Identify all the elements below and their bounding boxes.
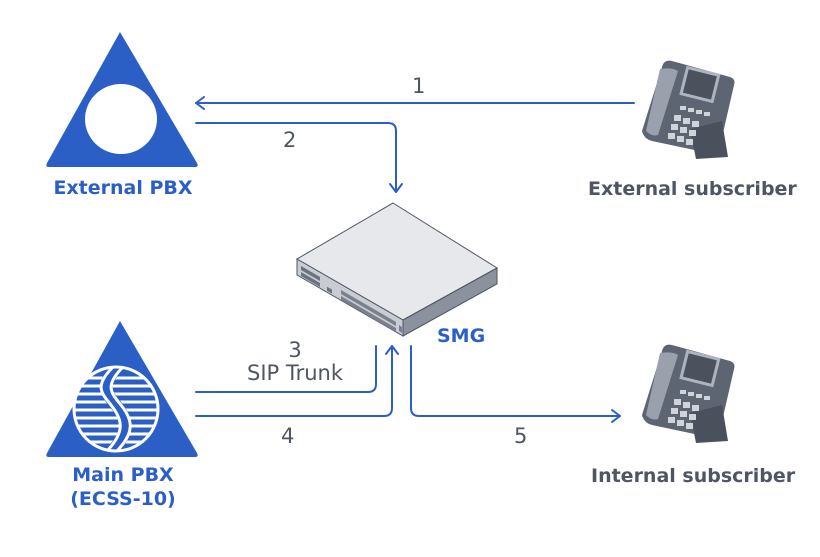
sip-trunk-label: SIP Trunk: [246, 361, 344, 385]
flow-step-5: 5: [514, 424, 528, 448]
flow-arrow-2: [195, 122, 403, 193]
flow-step-1: 1: [412, 74, 426, 98]
internal-subscriber-label: Internal subscriber: [591, 465, 796, 487]
external-pbx-icon: [46, 32, 198, 167]
flow-step-3: 3: [288, 338, 302, 362]
main-pbx-icon: [46, 321, 198, 457]
external-subscriber-label: External subscriber: [588, 178, 797, 200]
flow-arrow-4: [195, 345, 399, 417]
internal-subscriber-phone-icon: [642, 344, 735, 443]
flow-arrow-3: [195, 345, 377, 393]
external-pbx-label: External PBX: [53, 177, 193, 199]
flow-step-4: 4: [281, 424, 295, 448]
smg-device-icon: [296, 202, 498, 337]
flow-step-2: 2: [283, 128, 297, 152]
flow-arrow-1: [195, 96, 635, 110]
smg-label: SMG: [437, 325, 486, 347]
external-subscriber-phone-icon: [642, 60, 735, 159]
main-pbx-sublabel: (ECSS-10): [70, 488, 176, 510]
flow-arrow-5: [410, 345, 621, 423]
main-pbx-label: Main PBX: [72, 464, 174, 486]
